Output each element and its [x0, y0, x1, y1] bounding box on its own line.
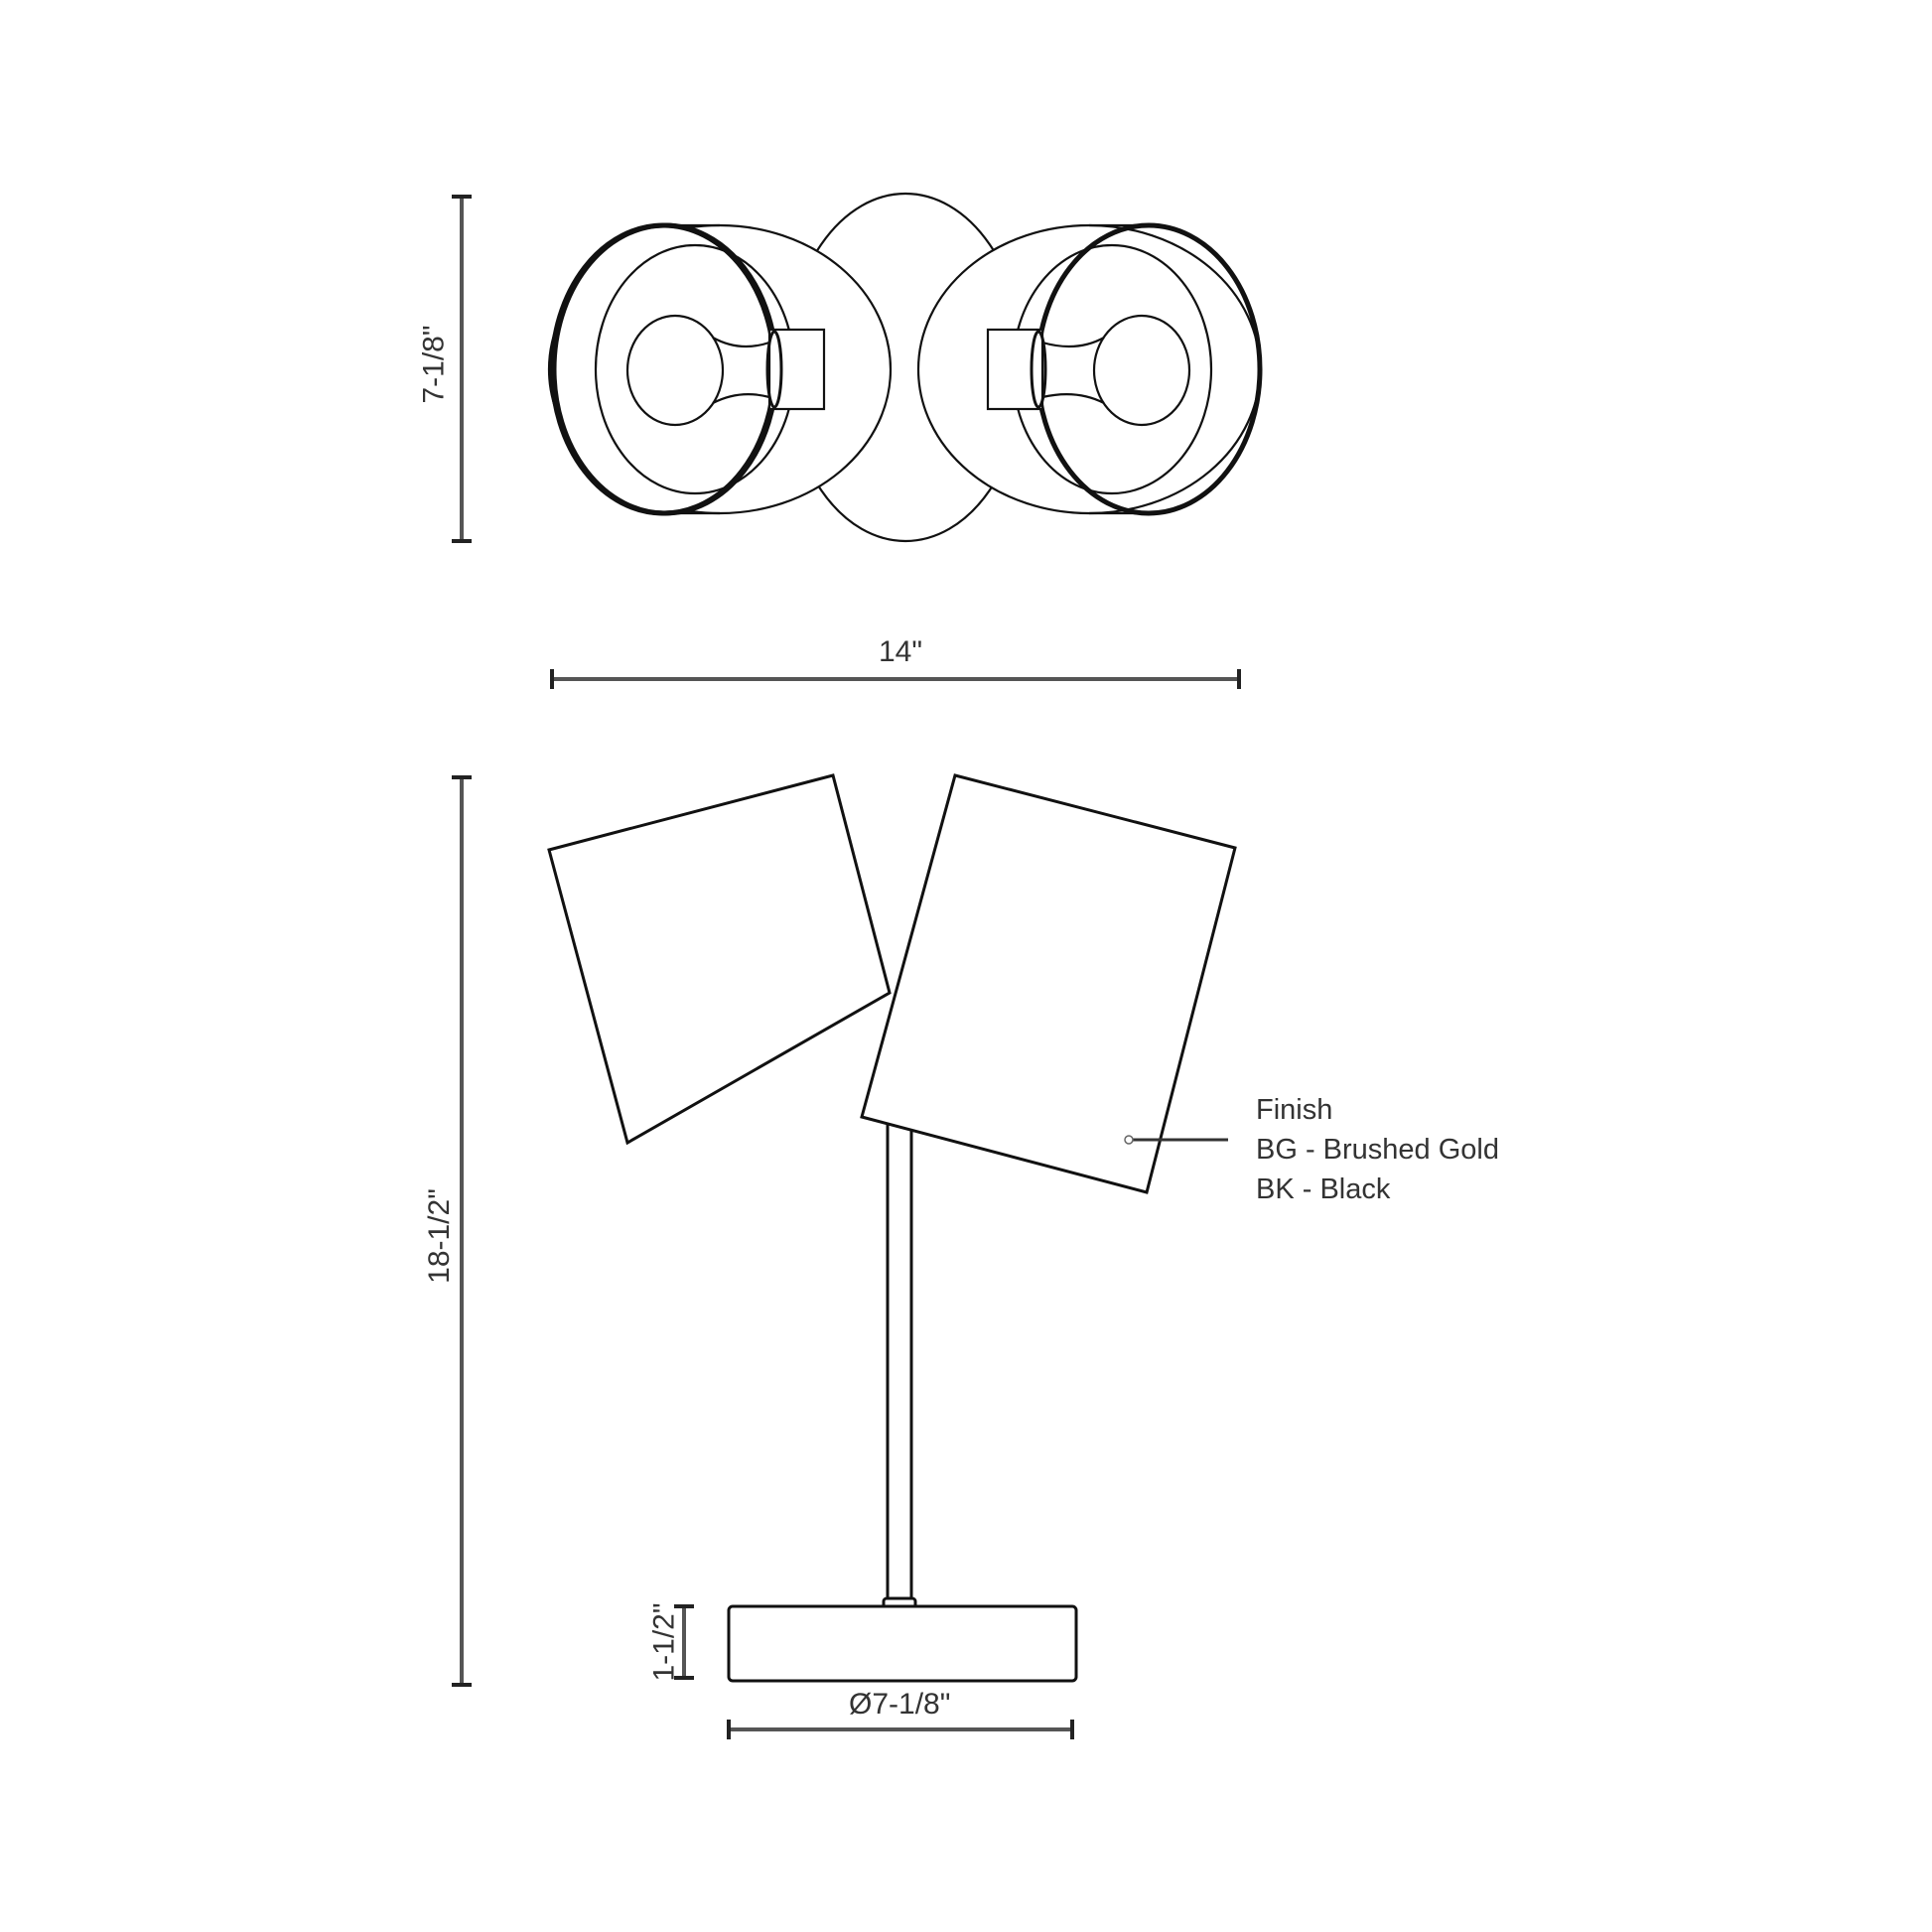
- top-view: [452, 192, 1263, 689]
- right-shade-top: [916, 222, 1263, 516]
- base-height-dimension-label: 1-1/2": [647, 1602, 681, 1682]
- finish-leader-line: [1124, 1135, 1228, 1145]
- lamp-base: [727, 1604, 1078, 1683]
- finish-option-black: BK - Black: [1256, 1173, 1391, 1205]
- height-dimension-line: [452, 775, 472, 1687]
- depth-dimension-line: [452, 195, 472, 543]
- base-diameter-dimension-line: [727, 1720, 1074, 1739]
- finish-option-brushed-gold: BG - Brushed Gold: [1256, 1134, 1499, 1166]
- left-shade-top: [547, 222, 893, 516]
- height-dimension-label: 18-1/2": [422, 1188, 456, 1284]
- width-dimension-line: [550, 669, 1241, 689]
- base-diameter-dimension-label: Ø7-1/8": [849, 1688, 951, 1721]
- left-shade-side: [547, 773, 892, 1146]
- depth-dimension-label: 7-1/8": [417, 325, 451, 404]
- width-dimension-label: 14": [879, 635, 923, 668]
- finish-legend-heading: Finish: [1256, 1094, 1333, 1126]
- base-height-dimension-line: [674, 1604, 694, 1680]
- side-view: [452, 773, 1237, 1739]
- finish-legend: Finish BG - Brushed Gold BK - Black: [1256, 1090, 1499, 1209]
- lamp-stem: [882, 1122, 917, 1610]
- right-shade-side: [860, 773, 1237, 1194]
